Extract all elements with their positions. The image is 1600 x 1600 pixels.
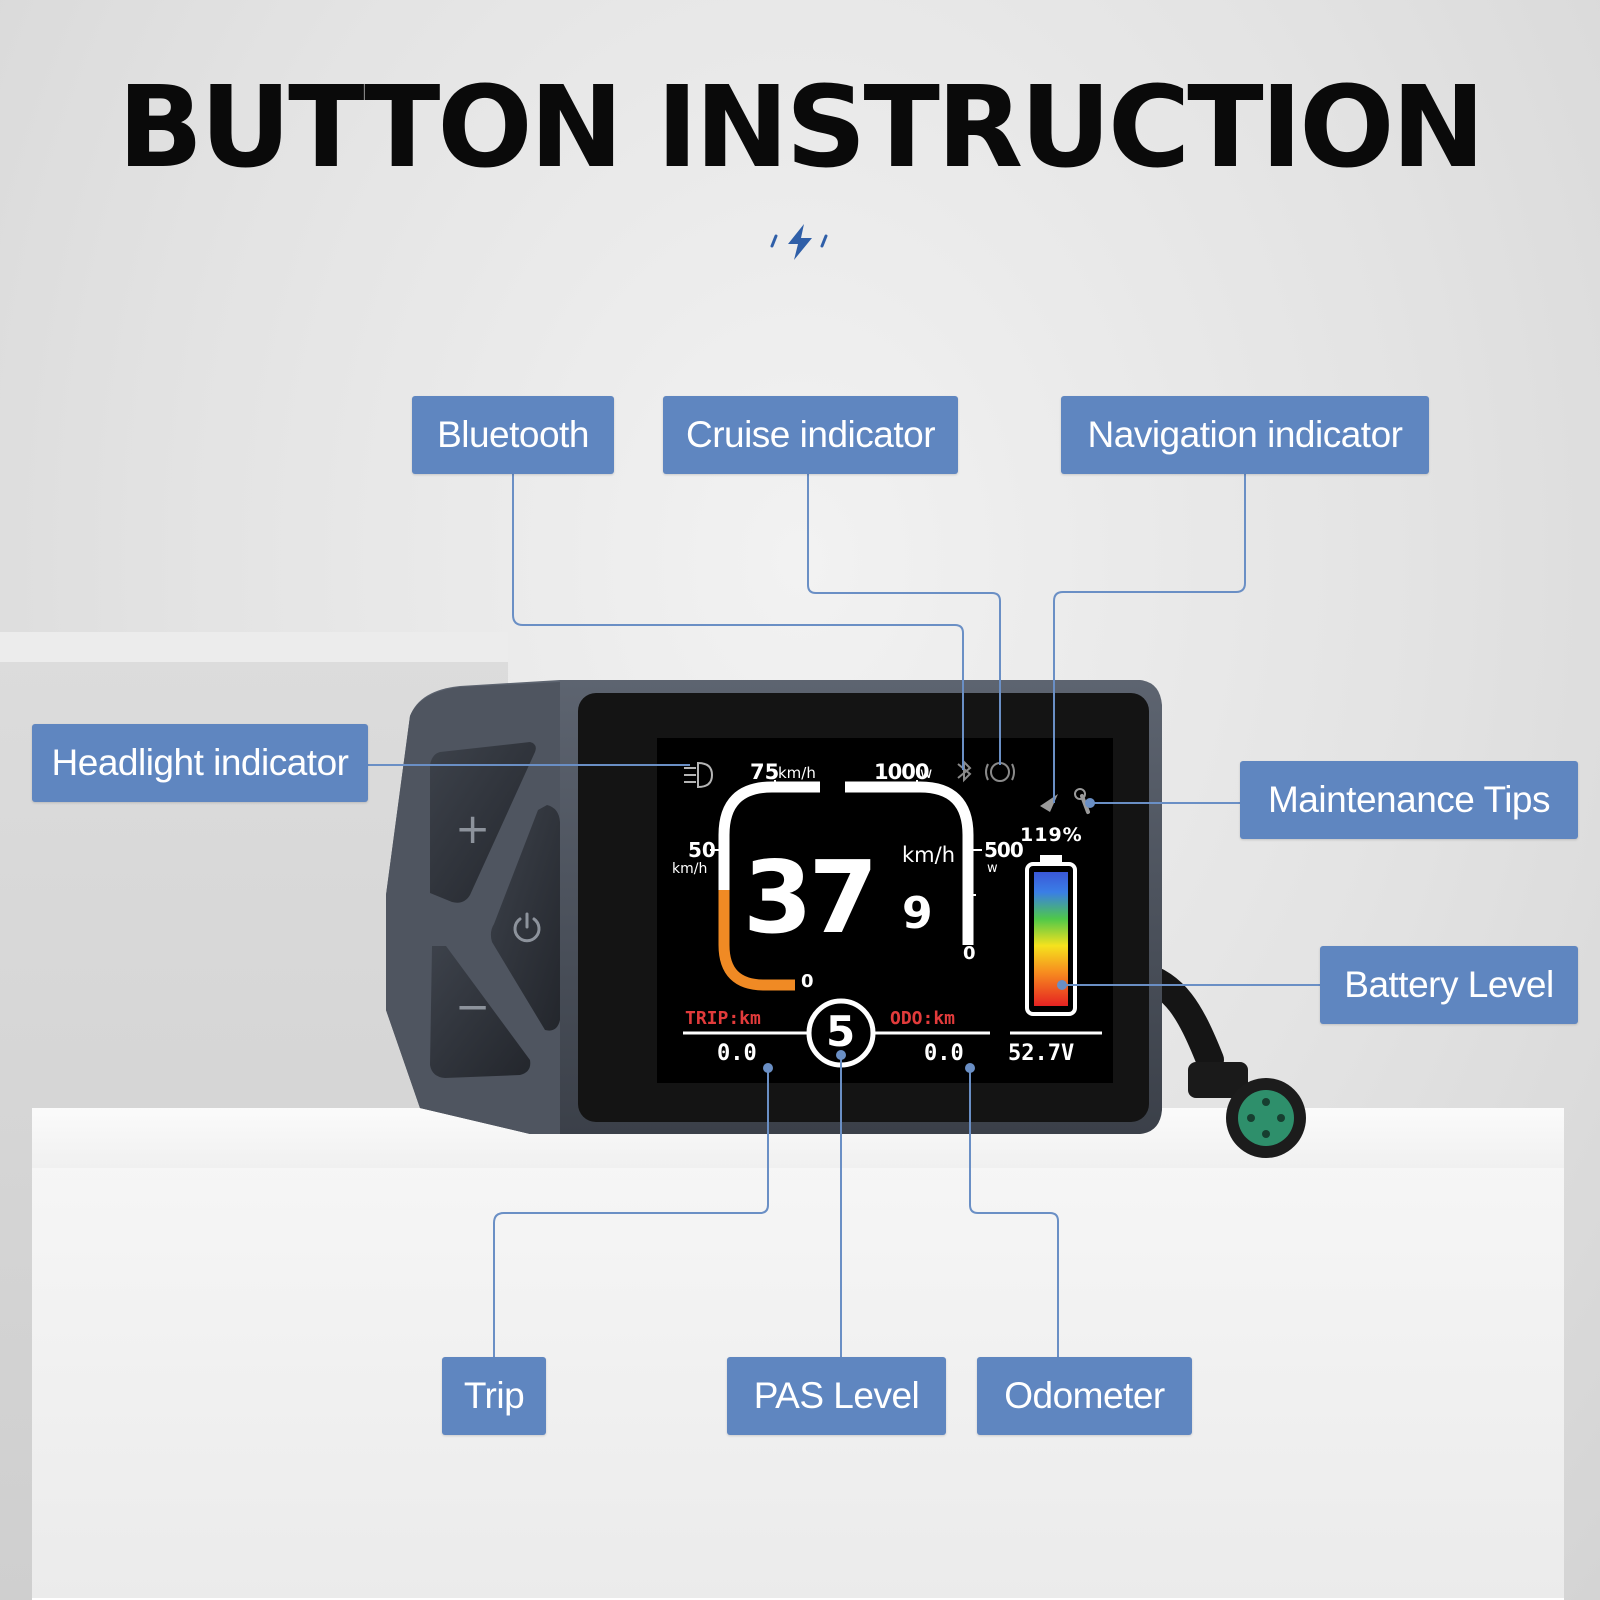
speed-scale-zero: 0 — [801, 971, 814, 992]
minus-button[interactable]: − — [455, 982, 491, 1031]
wrench-icon — [1074, 788, 1090, 814]
speed-scale-mid: 50 — [688, 838, 716, 862]
trip-value: 0.0 — [717, 1041, 757, 1066]
plus-button[interactable]: + — [455, 804, 491, 853]
label-cruise-indicator: Cruise indicator — [663, 396, 958, 474]
label-headlight-indicator: Headlight indicator — [32, 724, 368, 802]
speed-limit-unit: km/h — [778, 764, 816, 782]
power-scale-mid: 500 — [984, 838, 1024, 862]
power-button[interactable] — [510, 910, 544, 944]
bluetooth-icon — [957, 759, 972, 783]
odo-value: 0.0 — [924, 1041, 964, 1066]
background-block-back-top — [0, 632, 508, 662]
label-pas-level: PAS Level — [727, 1357, 946, 1435]
leader-lines — [368, 470, 1320, 1357]
odo-label: ODO:km — [890, 1008, 956, 1029]
screen-graphics — [683, 780, 1102, 1068]
trip-label: TRIP:km — [685, 1008, 761, 1029]
label-maintenance-tips: Maintenance Tips — [1240, 761, 1578, 839]
speed-limit-value: 75 — [750, 760, 780, 784]
leader-dots — [763, 798, 1095, 1073]
background-block-front — [32, 1108, 1564, 1600]
label-bluetooth: Bluetooth — [412, 396, 614, 474]
speed-decimal: 9 — [902, 888, 933, 939]
speed-main: 37 — [743, 839, 878, 956]
battery-percent: 119% — [1020, 824, 1083, 846]
speed-scale-mid-unit: km/h — [672, 861, 708, 877]
page-title: BUTTON INSTRUCTION — [117, 63, 1485, 193]
label-odometer: Odometer — [977, 1357, 1192, 1435]
power-scale-zero: 0 — [963, 943, 976, 964]
power-scale-mid-unit: w — [987, 861, 998, 876]
pas-level: 5 — [826, 1007, 856, 1056]
voltage-value: 52.7V — [1008, 1041, 1075, 1066]
label-trip: Trip — [442, 1357, 546, 1435]
speed-unit: km/h — [902, 843, 956, 867]
label-navigation-indicator: Navigation indicator — [1061, 396, 1429, 474]
power-unit: w — [920, 764, 933, 782]
power-value: 1000 — [874, 760, 929, 784]
label-battery-level: Battery Level — [1320, 946, 1578, 1024]
cable-connector — [1126, 961, 1306, 1158]
headlight-icon — [684, 761, 714, 789]
lightning-bolt-icon — [770, 224, 828, 260]
side-buttons — [430, 742, 560, 1078]
